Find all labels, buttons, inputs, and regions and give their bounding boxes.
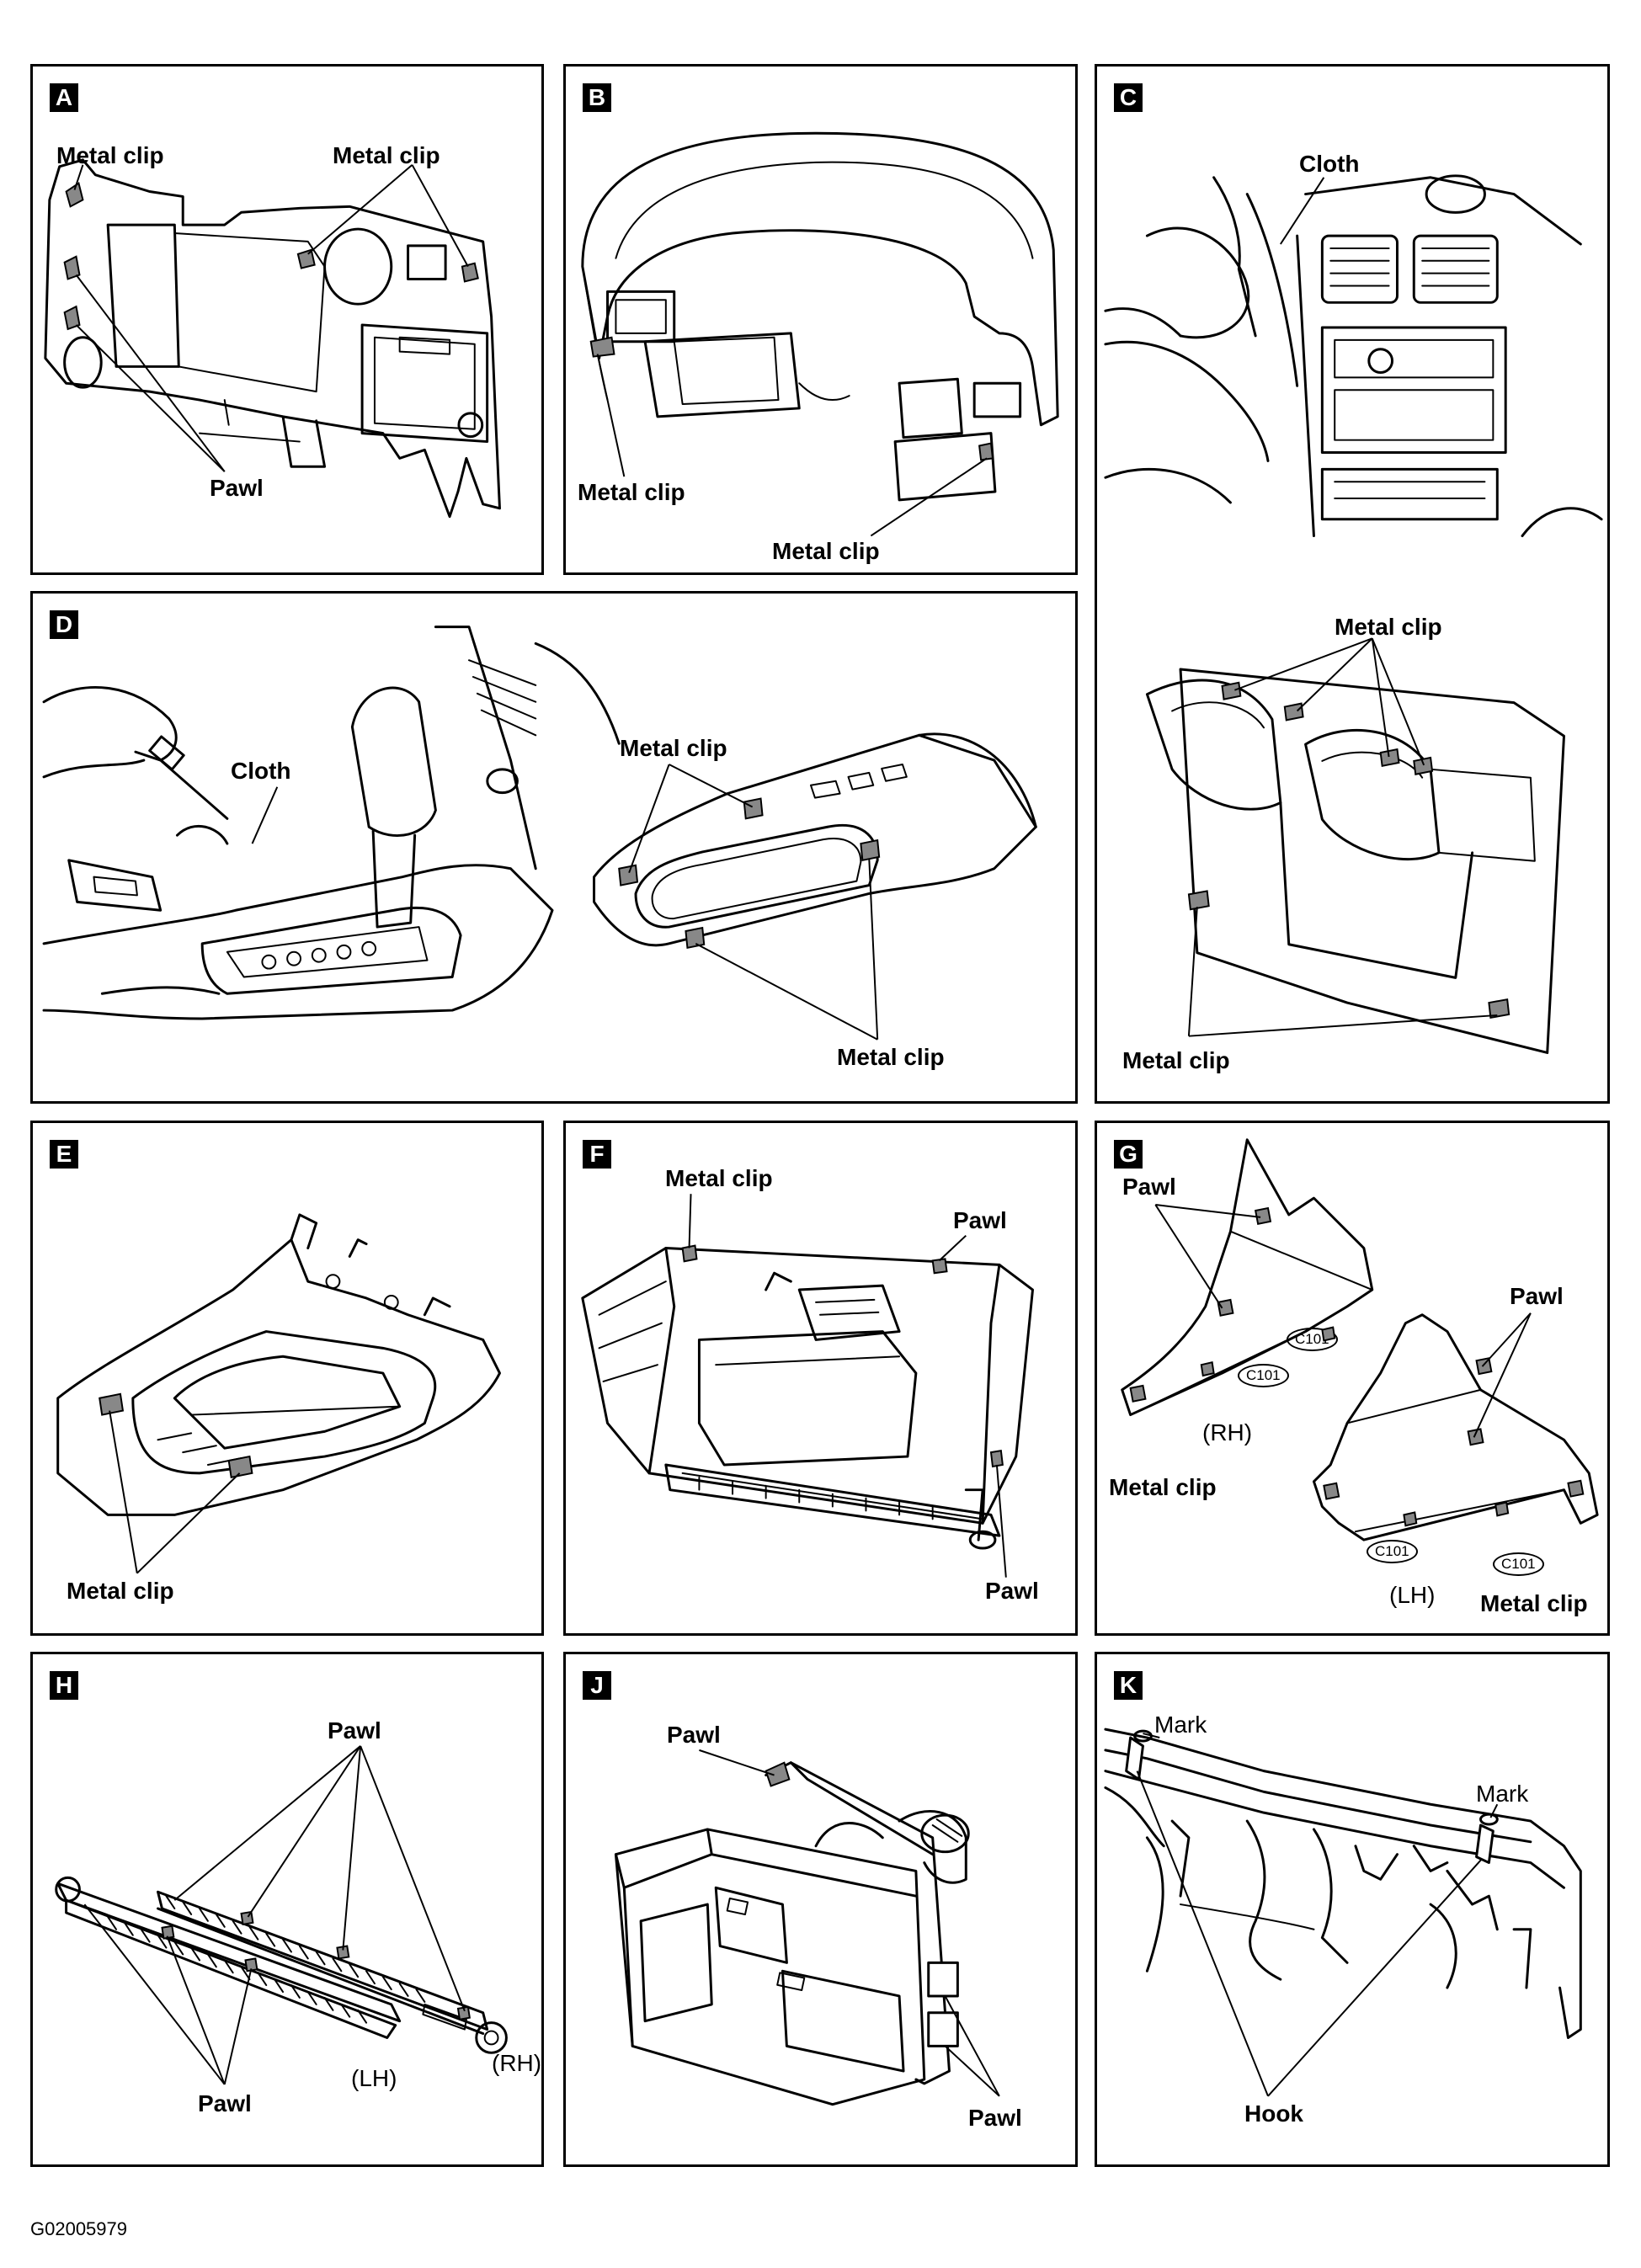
label-pawl: Pawl [210,475,264,501]
panel-h: H Pawl Pawl (LH) (RH) [30,1652,544,2167]
label-metal-clip-2: Metal clip [772,538,880,564]
panel-badge-e: E [50,1140,78,1169]
label-metal-clip: Metal clip [665,1165,773,1191]
label-pawl-1: Pawl [953,1207,1007,1233]
a-t-device-finisher-drawing [42,626,1037,1041]
label-pawl-1: Pawl [667,1722,721,1748]
panel-b: B Metal clip Metal clip [563,64,1078,575]
label-pawl-2: Pawl [1510,1283,1564,1309]
panel-g: G Pawl (RH) Metal clip Pawl (LH) Metal c… [1095,1121,1610,1636]
label-metal-clip-1: Metal clip [1335,614,1442,640]
connector-code-4: C101 [1493,1552,1544,1576]
label-mark-1: Mark [1154,1712,1207,1738]
instrument-lower-panel-drawing [44,158,501,519]
panel-d: D Cloth Metal clip Metal clip [30,591,1078,1104]
panel-badge-j: J [583,1671,611,1700]
panel-c: C Cloth Metal clip Metal clip [1095,64,1610,1104]
panel-badge-a: A [50,83,78,112]
label-metal-clip-1: Metal clip [578,479,685,505]
panel-badge-c: C [1114,83,1143,112]
label-metal-clip-2: Metal clip [837,1044,945,1070]
glove-box-drawing [581,1194,1034,1578]
label-metal-clip-2: Metal clip [1480,1590,1588,1616]
label-lh: (LH) [1389,1582,1436,1608]
label-pawl-2: Pawl [985,1578,1039,1604]
label-lh: (LH) [351,2065,397,2091]
instrument-panel-upper-drawing [1104,1728,1582,2097]
switch-assembly-drawing [614,1749,1000,2106]
label-mark-2: Mark [1476,1781,1529,1807]
label-metal-clip: Metal clip [67,1578,174,1604]
label-cloth: Cloth [231,758,291,784]
instrument-side-finishers-drawing [1121,1138,1599,1541]
label-rh: (RH) [1202,1419,1253,1445]
panel-badge-k: K [1114,1671,1143,1700]
panel-a: A Metal clip Metal clip Pawl [30,64,544,575]
label-metal-clip-2: Metal clip [333,142,440,168]
cluster-lid-c-drawing [1104,174,1603,1054]
console-finisher-e-drawing [56,1213,501,1574]
center-ventilator-grilles-drawing [55,1745,508,2085]
combination-meter-hood-drawing [581,131,1059,537]
label-metal-clip-1: Metal clip [1109,1474,1217,1500]
panel-k: K Mark Mark Hook [1095,1652,1610,2167]
figure-id: G02005979 [30,2218,127,2239]
connector-code-3: C101 [1367,1540,1418,1563]
panel-badge-g: G [1114,1140,1143,1169]
label-pawl-2: Pawl [198,2090,252,2116]
label-metal-clip-1: Metal clip [620,735,727,761]
label-pawl-1: Pawl [328,1717,381,1744]
label-rh: (RH) [492,2050,542,2076]
panel-badge-b: B [583,83,611,112]
panel-j: J Pawl Pawl [563,1652,1078,2167]
panel-f: F Metal clip Pawl Pawl [563,1121,1078,1636]
panel-badge-h: H [50,1671,78,1700]
label-metal-clip-1: Metal clip [56,142,164,168]
panel-e: E Metal clip [30,1121,544,1636]
panel-badge-f: F [583,1140,611,1169]
label-pawl-1: Pawl [1122,1174,1176,1200]
panel-badge-d: D [50,610,78,639]
label-metal-clip-2: Metal clip [1122,1047,1230,1073]
label-cloth: Cloth [1299,151,1360,177]
label-pawl-2: Pawl [968,2105,1022,2131]
label-hook: Hook [1244,2100,1303,2127]
connector-code-2: C101 [1238,1364,1289,1387]
